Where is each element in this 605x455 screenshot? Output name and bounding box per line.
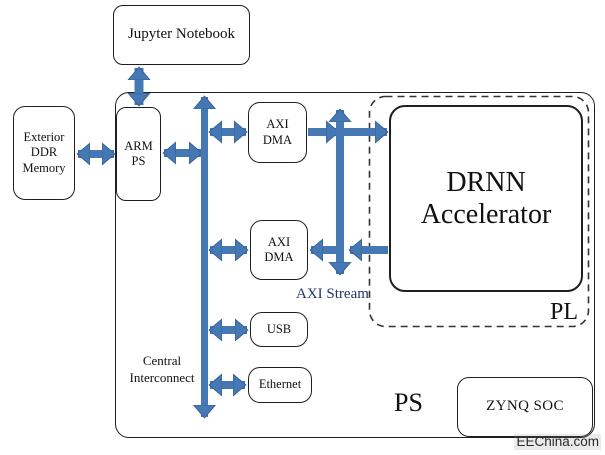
jupyter-notebook-box: Jupyter Notebook: [113, 5, 250, 65]
jupyter-notebook-label: Jupyter Notebook: [127, 26, 236, 43]
arm-ps-label-line2: PS: [131, 154, 146, 168]
pl-region-label: PL: [550, 299, 579, 325]
zynq-soc-box: ZYNQ SOC: [457, 377, 593, 437]
zynq-soc-label: ZYNQ SOC: [486, 398, 564, 415]
watermark-text: EEChina.com: [514, 434, 601, 450]
ddr-label-line2: DDR: [30, 145, 58, 160]
central-interconnect-label-line2: Interconnect: [129, 370, 195, 385]
axi-dma-top-label-line2: DMA: [262, 132, 293, 147]
axi-dma-bottom-box: AXI DMA: [250, 220, 308, 280]
drnn-label-line2: Accelerator: [420, 198, 552, 230]
ps-region-label: PS: [394, 388, 423, 417]
ddr-label-line1: Exterior: [23, 129, 65, 144]
axi-dma-bottom-label-line1: AXI: [267, 234, 291, 249]
arm-ps-box: ARM PS: [116, 107, 161, 201]
axi-dma-top-label-line1: AXI: [266, 117, 289, 131]
ethernet-box: Ethernet: [248, 367, 312, 403]
central-interconnect-label-line1: Central: [142, 353, 182, 368]
axi-dma-top-box: AXI DMA: [248, 102, 307, 163]
central-interconnect-label: Central Interconnect: [125, 352, 199, 386]
ethernet-label: Ethernet: [258, 377, 302, 392]
ddr-label-line3: Memory: [22, 160, 66, 175]
usb-box: USB: [250, 312, 308, 347]
ps-region-container: [115, 92, 595, 438]
drnn-label-line1: DRNN: [446, 166, 526, 198]
usb-label: USB: [266, 321, 292, 336]
arm-ps-label-line1: ARM: [124, 138, 153, 153]
drnn-accelerator-box: DRNN Accelerator: [389, 105, 583, 292]
axi-stream-label: AXI Stream: [296, 286, 369, 302]
axi-dma-bottom-label-line2: DMA: [264, 250, 294, 264]
exterior-ddr-memory-box: Exterior DDR Memory: [13, 106, 75, 200]
